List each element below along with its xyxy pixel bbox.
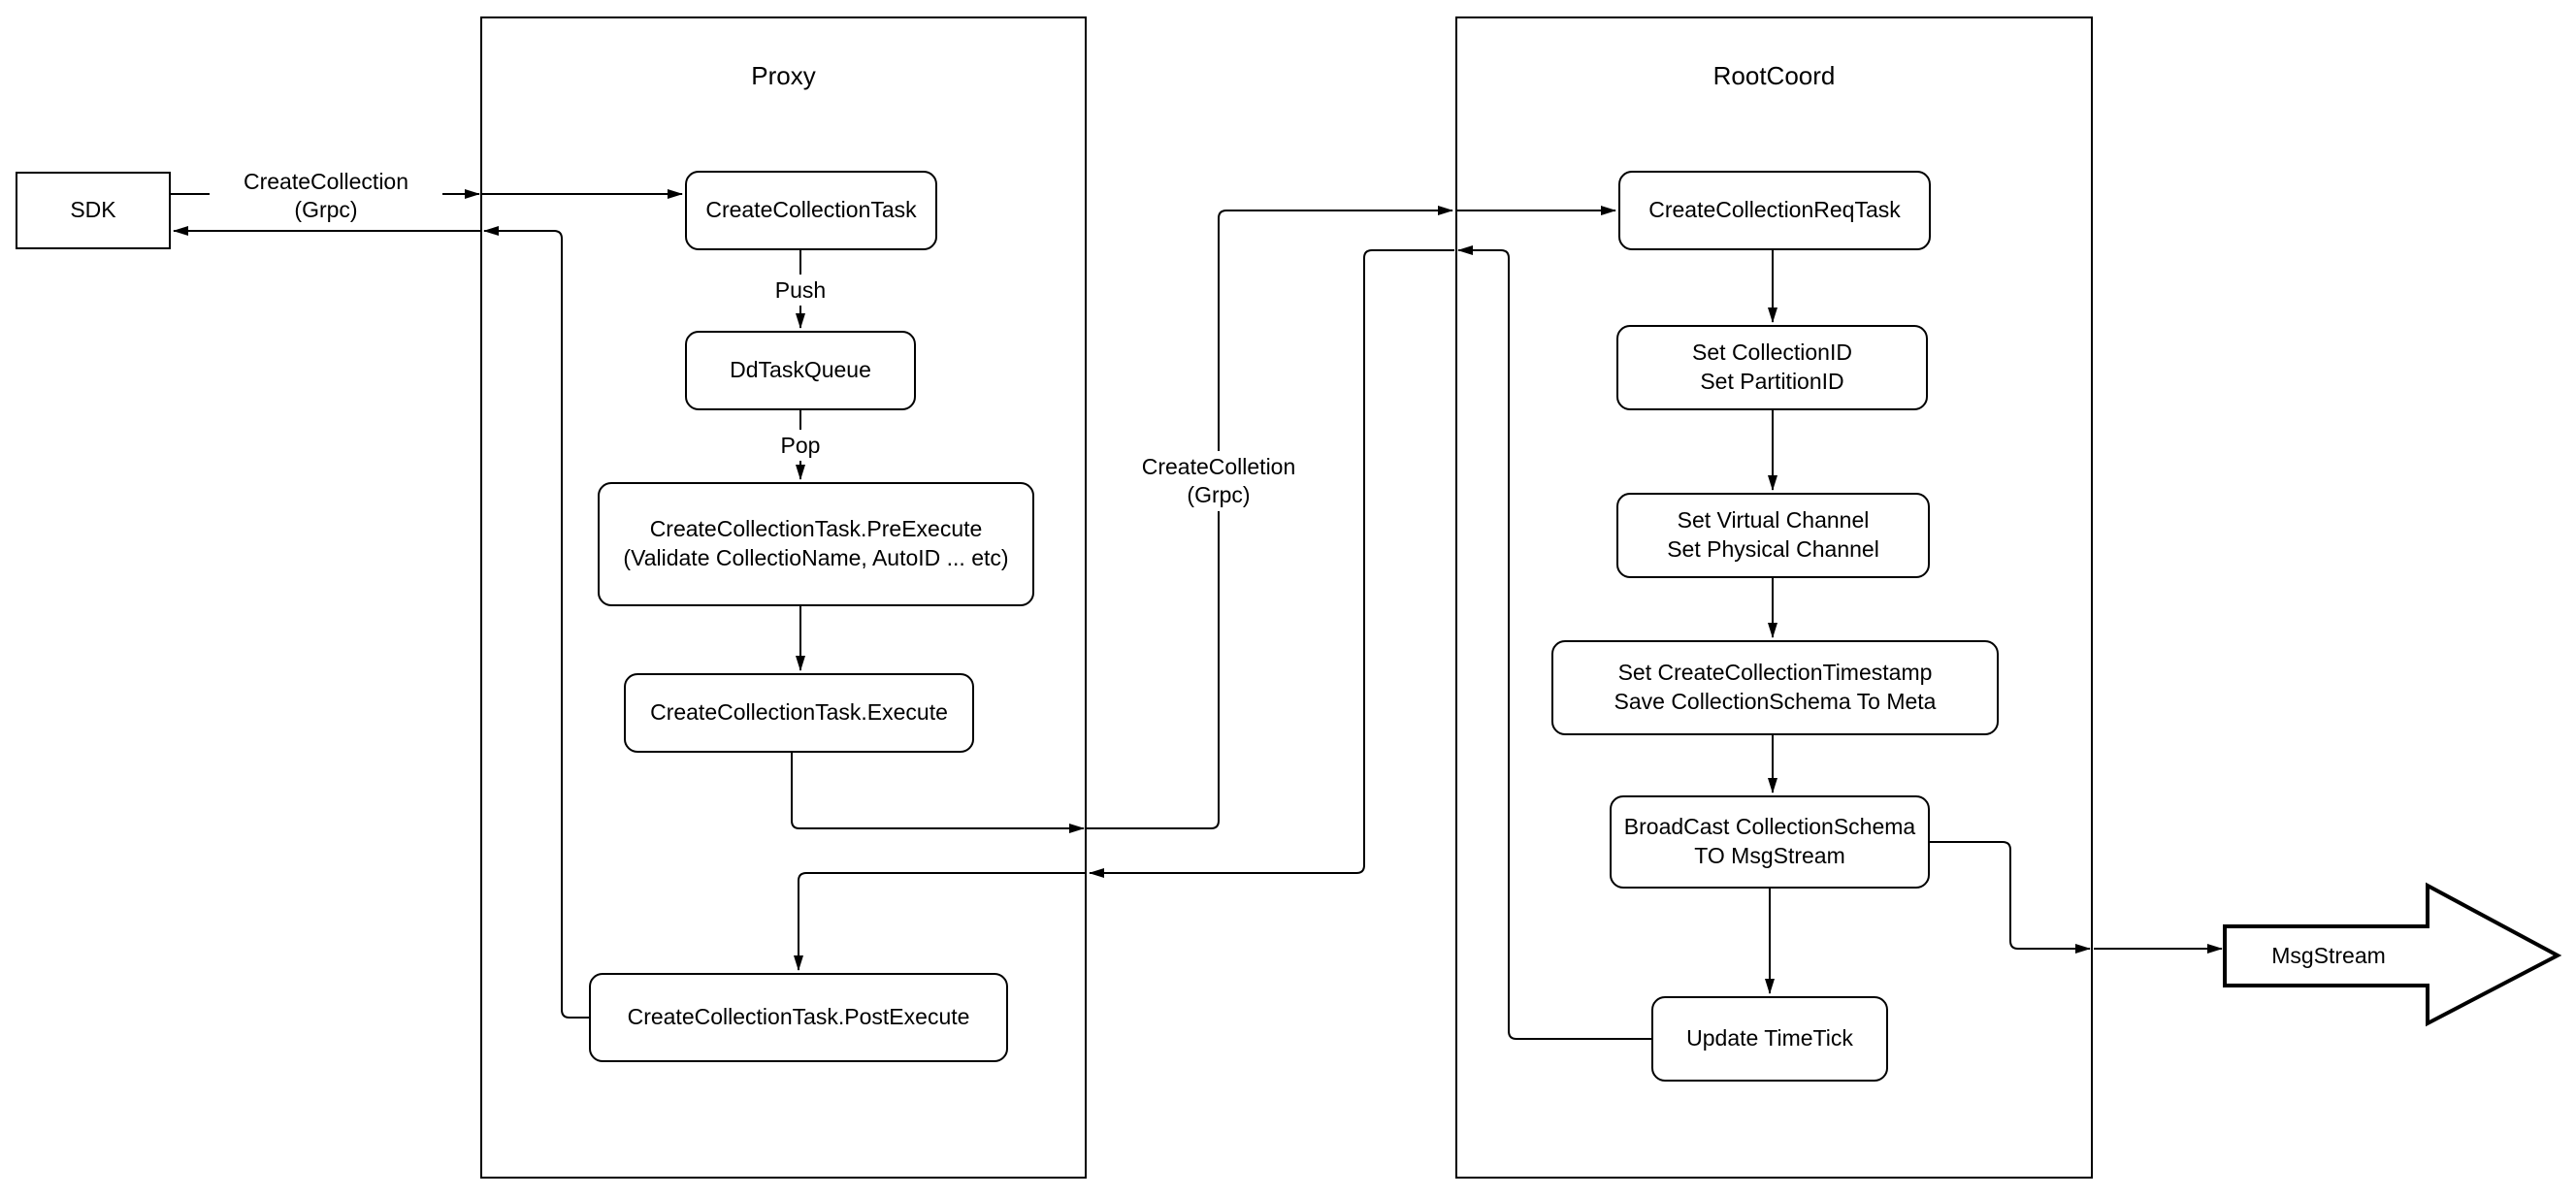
edge-execute-to-proxy-border: [791, 753, 1085, 833]
node-post-execute: CreateCollectionTask.PostExecute: [589, 973, 1008, 1062]
node-execute: CreateCollectionTask.Execute: [624, 673, 974, 753]
edge-broadcast-to-rootcoord-border: [1930, 841, 2091, 954]
node-set-virtual-physical-channel: Set Virtual Channel Set Physical Channel: [1616, 493, 1930, 578]
msgstream-label: MsgStream: [2271, 942, 2386, 968]
node-update-timetick: Update TimeTick: [1651, 996, 1888, 1082]
node-broadcast-schema: BroadCast CollectionSchema TO MsgStream: [1610, 795, 1930, 889]
edge-timetick-to-rootcoord-border: [1457, 245, 1651, 1040]
node-sdk: SDK: [16, 172, 171, 249]
edge-label-push: Push: [757, 275, 844, 306]
edge-label-create-colletion-grpc: CreateColletion (Grpc): [1112, 451, 1325, 511]
node-set-collection-partition-id: Set CollectionID Set PartitionID: [1616, 325, 1928, 410]
edge-proxy-border-to-postexecute: [794, 872, 1086, 971]
edge-proxy-to-rootcoord-request: [1087, 206, 1453, 829]
node-pre-execute: CreateCollectionTask.PreExecute (Validat…: [598, 482, 1034, 606]
node-dd-task-queue: DdTaskQueue: [685, 331, 916, 410]
msgstream-block-arrow: [2223, 882, 2562, 1027]
node-create-collection-task: CreateCollectionTask: [685, 171, 937, 250]
edge-label-create-collection-grpc: CreateCollection (Grpc): [210, 166, 442, 226]
edge-rootcoord-to-proxy-response: [1089, 249, 1454, 878]
edge-postexecute-to-proxy-border: [483, 226, 589, 1019]
edge-label-pop: Pop: [762, 430, 839, 461]
rootcoord-title: RootCoord: [1712, 61, 1836, 90]
proxy-container: Proxy: [480, 16, 1087, 1179]
node-create-collection-req-task: CreateCollectionReqTask: [1618, 171, 1931, 250]
proxy-title: Proxy: [751, 61, 816, 90]
rootcoord-container: RootCoord: [1455, 16, 2093, 1179]
node-set-timestamp-save-schema: Set CreateCollectionTimestamp Save Colle…: [1551, 640, 1999, 735]
